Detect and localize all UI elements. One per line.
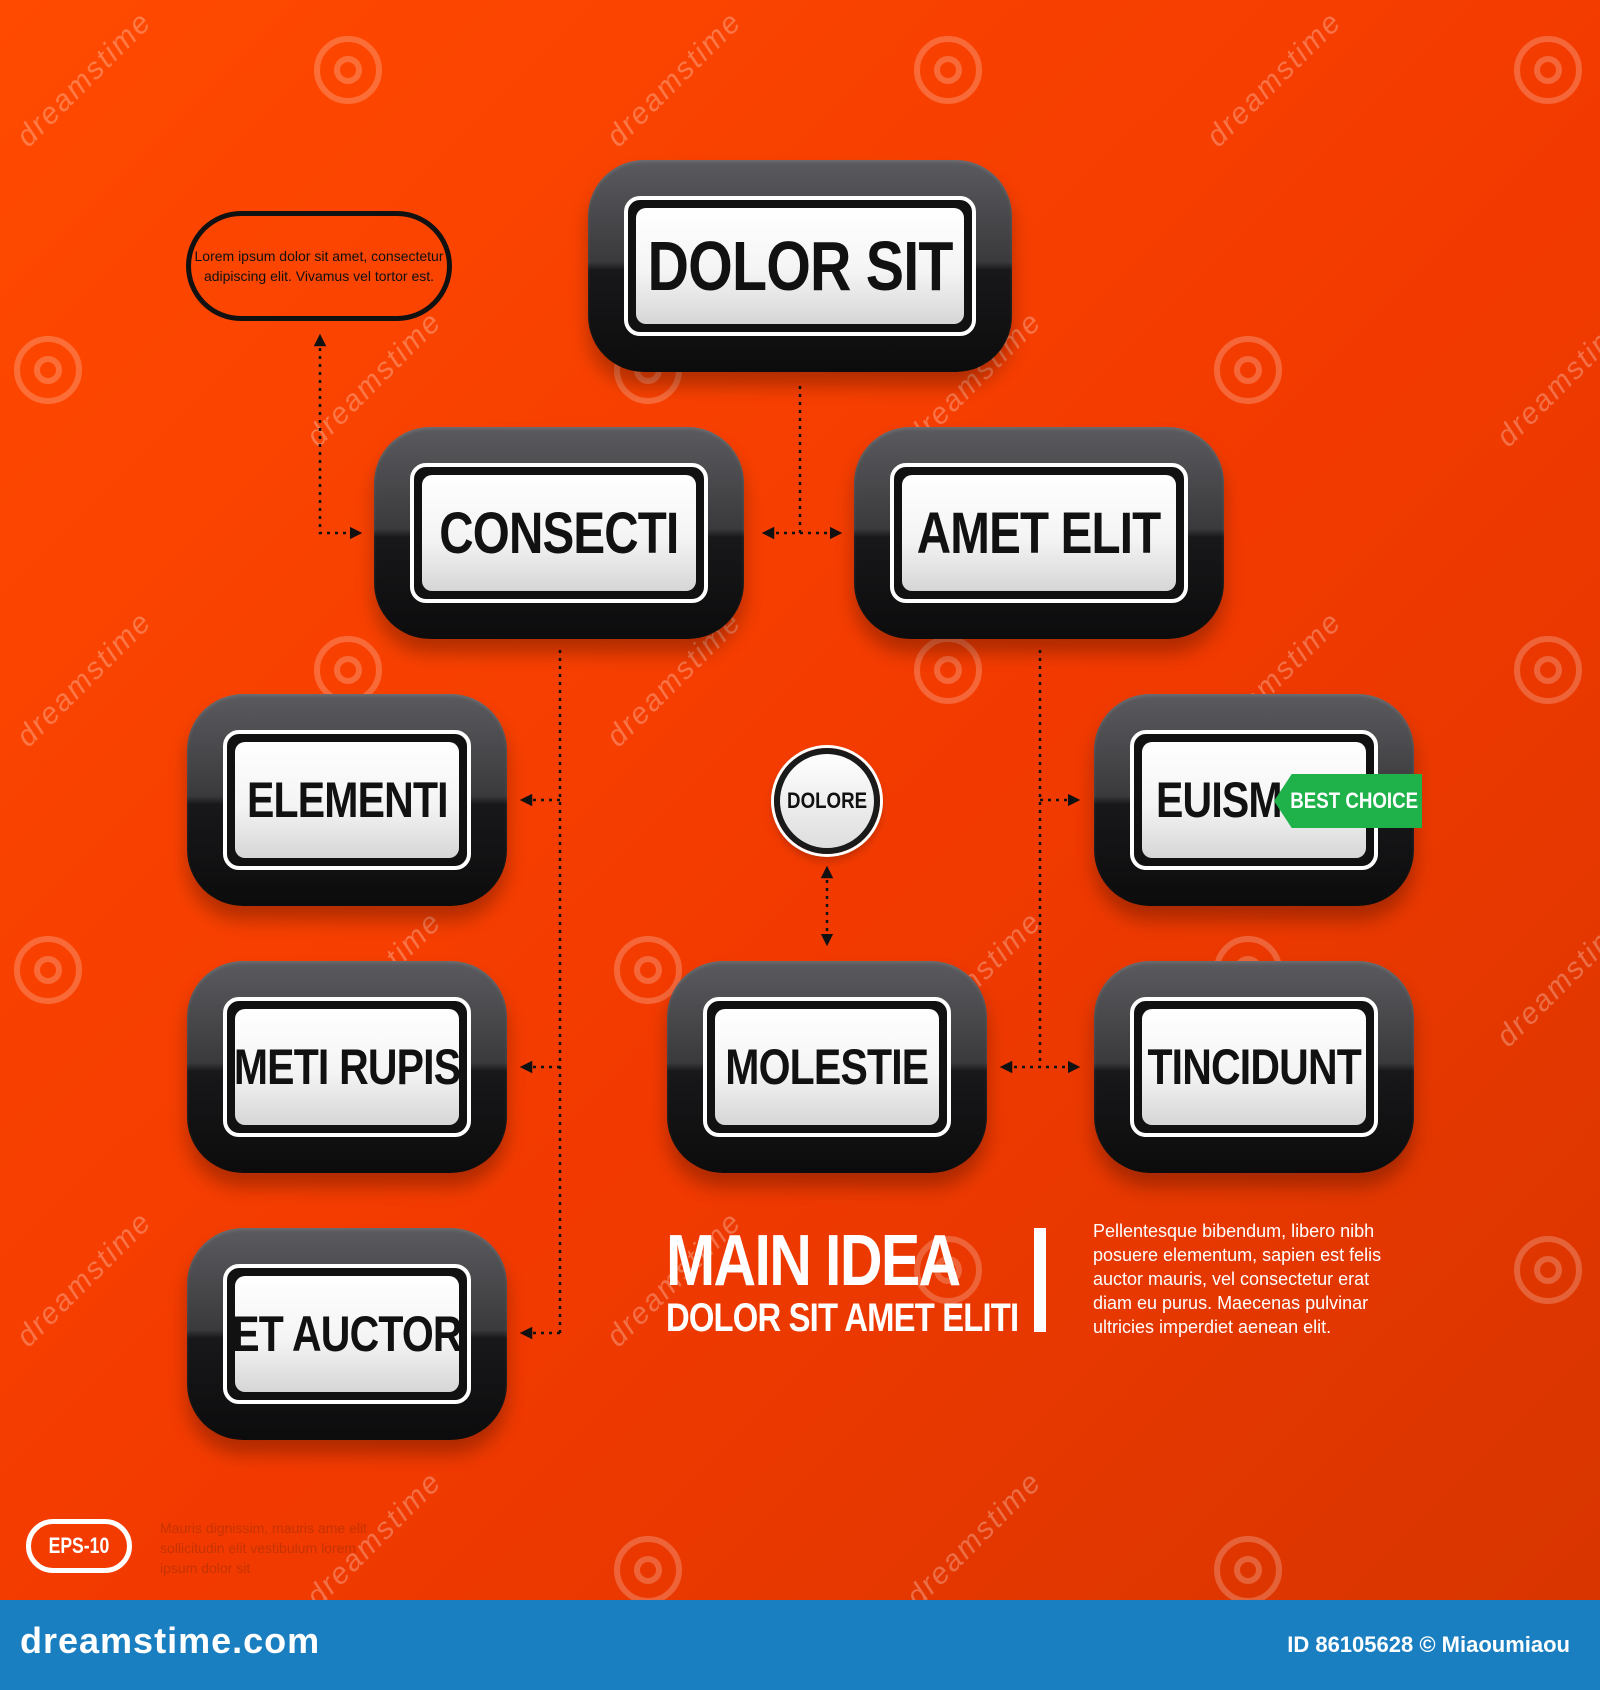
- connector-note-consecti: [313, 333, 363, 540]
- footnote-text: Mauris dignissim, mauris ame elit sollic…: [160, 1520, 367, 1576]
- node-root[interactable]: DOLOR SIT: [588, 160, 1012, 372]
- node-et-auctor-label: ET AUCTOR: [235, 1306, 459, 1362]
- node-molestie[interactable]: MOLESTIE: [667, 961, 987, 1173]
- footer-image-id: ID 86105628 © Miaoumiaou: [1287, 1632, 1570, 1657]
- watermark-spiral-icon: [14, 936, 82, 1004]
- node-amet-elit-label: AMET ELIT: [917, 500, 1161, 566]
- node-dolore[interactable]: DOLORE: [774, 748, 880, 854]
- note-text: Lorem ipsum dolor sit amet, consectetur …: [194, 248, 444, 284]
- node-euism-label: EUISM: [1156, 772, 1283, 828]
- watermark-spiral-icon: [1214, 1536, 1282, 1600]
- eps-badge: EPS-10: [26, 1519, 132, 1573]
- watermark-spiral-icon: [614, 936, 682, 1004]
- best-choice-badge-label: BEST CHOICE: [1290, 788, 1418, 813]
- node-meti-rupis[interactable]: METI RUPIS: [187, 961, 507, 1173]
- note-bubble: Lorem ipsum dolor sit amet, consectetur …: [186, 211, 452, 321]
- watermark-spiral-icon: [914, 1236, 982, 1304]
- watermark-spiral-icon: [1514, 636, 1582, 704]
- node-consecti-label: CONSECTI: [439, 500, 679, 566]
- node-root-label: DOLOR SIT: [647, 227, 953, 305]
- main-idea-subtitle: DOLOR SIT AMET ELITI: [666, 1296, 1019, 1340]
- main-idea-divider: [1034, 1228, 1046, 1332]
- node-elementi-label: ELEMENTI: [246, 772, 449, 828]
- watermark-spiral-icon: [914, 636, 982, 704]
- footer-bar: dreamstime.com ID 86105628 © Miaoumiaou: [0, 1600, 1600, 1690]
- watermark-spiral-icon: [1514, 1236, 1582, 1304]
- watermark-spiral-icon: [1514, 36, 1582, 104]
- node-dolore-label: DOLORE: [786, 788, 868, 813]
- eps-label: EPS-10: [48, 1533, 110, 1558]
- node-consecti[interactable]: CONSECTI: [374, 427, 744, 639]
- best-choice-badge: BEST CHOICE: [1274, 774, 1422, 828]
- watermark-spiral-icon: [1214, 336, 1282, 404]
- node-amet-elit[interactable]: AMET ELIT: [854, 427, 1224, 639]
- watermark-spiral-icon: [614, 1536, 682, 1600]
- main-idea-body: Pellentesque bibendum, libero nibh posue…: [1093, 1221, 1382, 1337]
- node-molestie-label: MOLESTIE: [725, 1039, 930, 1095]
- watermark-spiral-icon: [314, 36, 382, 104]
- node-tincidunt[interactable]: TINCIDUNT: [1094, 961, 1414, 1173]
- node-elementi[interactable]: ELEMENTI: [187, 694, 507, 906]
- watermark-spiral-icon: [914, 36, 982, 104]
- watermark-spiral-icon: [14, 336, 82, 404]
- node-tincidunt-label: TINCIDUNT: [1147, 1039, 1361, 1095]
- node-meti-rupis-label: METI RUPIS: [235, 1039, 459, 1095]
- node-et-auctor[interactable]: ET AUCTOR: [187, 1228, 507, 1440]
- chart-canvas: dreamstime dreamstime dreamstime dreamst…: [0, 0, 1600, 1600]
- footer-site-link[interactable]: dreamstime.com: [20, 1620, 321, 1661]
- connector-lines: [313, 333, 1081, 1340]
- main-idea-title: MAIN IDEA: [666, 1221, 961, 1301]
